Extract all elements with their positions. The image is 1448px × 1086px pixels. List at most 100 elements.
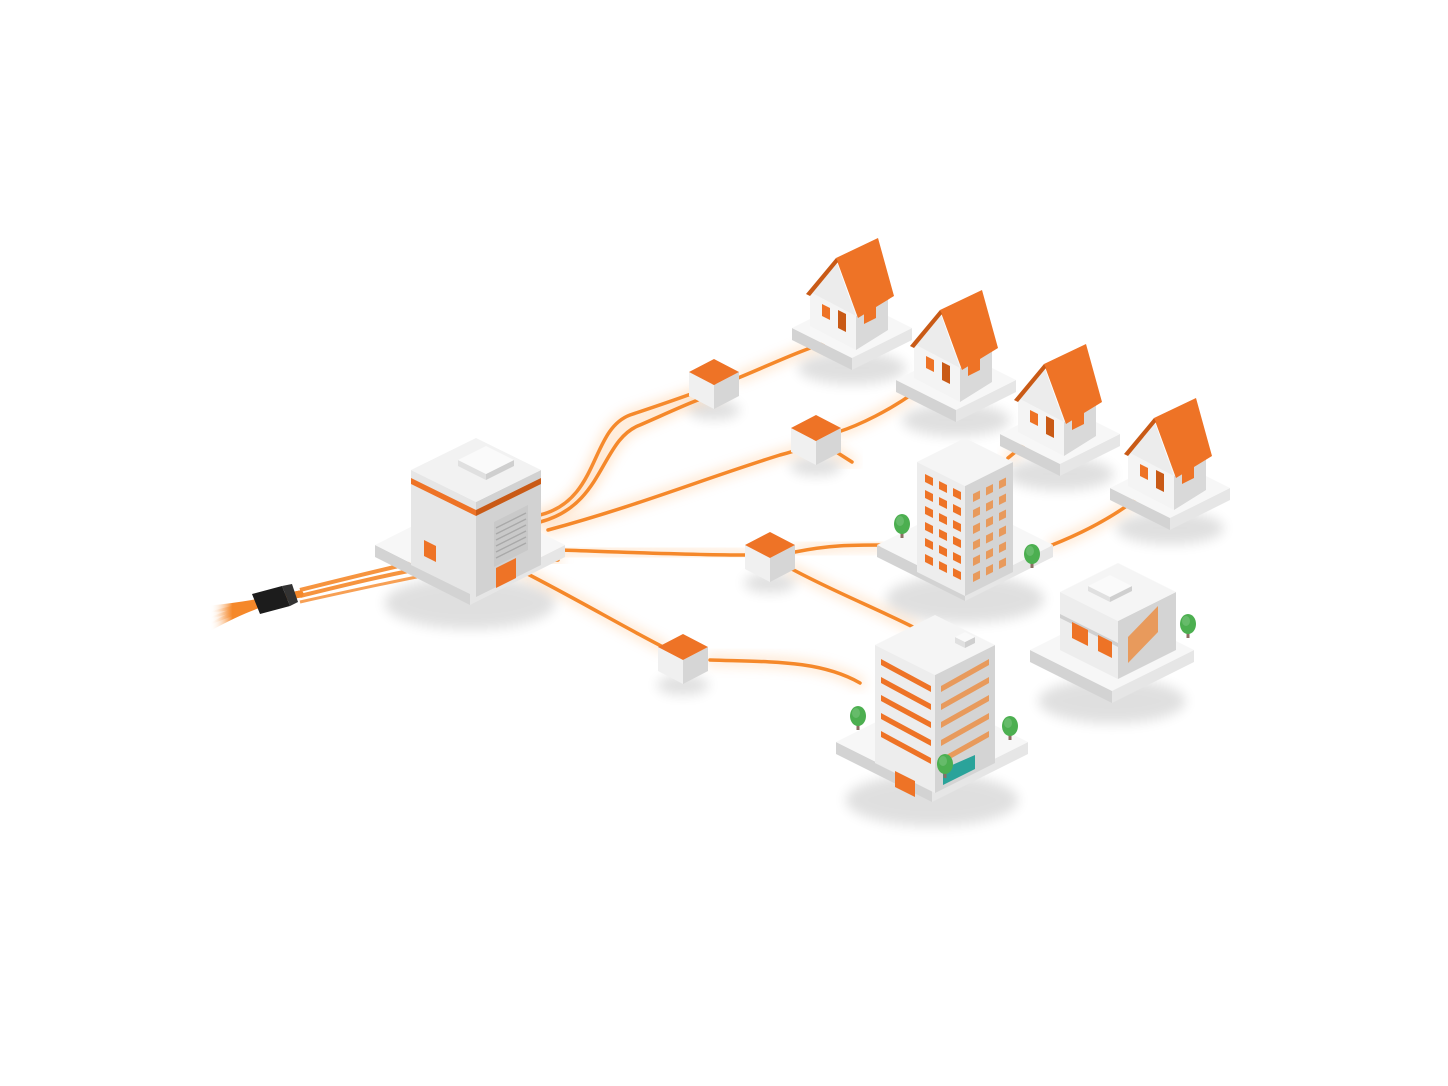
house-4-side-window xyxy=(1182,466,1194,484)
house-1 xyxy=(792,238,912,370)
apartment-window xyxy=(939,545,947,557)
apartment-side-window xyxy=(973,554,980,566)
apartment-side-window xyxy=(999,525,1006,537)
fiber-connector xyxy=(252,584,298,614)
apartment-side-window xyxy=(999,541,1006,553)
apartment-side-window xyxy=(999,477,1006,489)
office-window-band xyxy=(881,695,931,728)
cable-splitter-4-to-office xyxy=(708,658,862,685)
tree-office-left xyxy=(850,706,866,730)
townhouse-window xyxy=(1098,635,1112,658)
trim-left xyxy=(411,478,476,516)
apartment-side-window xyxy=(986,564,993,576)
apartment-side-window xyxy=(986,532,993,544)
office-window-band xyxy=(881,731,931,764)
house-1-window xyxy=(822,304,830,320)
roof-unit xyxy=(955,632,975,648)
port-door xyxy=(496,558,516,588)
house-4-roof xyxy=(1154,398,1212,478)
office-block xyxy=(836,615,1028,802)
vent-grille xyxy=(494,505,528,567)
apartment-side-window xyxy=(986,548,993,560)
apartment-window xyxy=(953,536,961,548)
network-nodes xyxy=(375,238,1230,802)
office-window-band xyxy=(881,713,931,746)
townhouse-window xyxy=(1072,622,1088,646)
port-left xyxy=(424,540,436,562)
house-2-side-window xyxy=(968,358,980,376)
house-2 xyxy=(896,290,1016,422)
apartment-window xyxy=(953,520,961,532)
apartment-side-window xyxy=(986,500,993,512)
house-2-door xyxy=(942,362,950,384)
apartment-window xyxy=(925,506,933,518)
splitter-2 xyxy=(791,415,841,465)
office-window-band xyxy=(881,659,931,692)
house-3-side-window xyxy=(1072,412,1084,430)
splitter-4-box xyxy=(658,634,708,684)
apartment-window xyxy=(925,538,933,550)
townhouse xyxy=(1030,563,1194,703)
apartment-side-window xyxy=(986,484,993,496)
house-3-door xyxy=(1046,416,1054,438)
townhouse-roof-unit xyxy=(1088,575,1132,602)
apartment-side-window xyxy=(973,538,980,550)
apartment-window xyxy=(939,513,947,525)
cable-co-to-splitter-1b xyxy=(538,390,722,524)
office-side-band xyxy=(941,713,989,746)
tree-apartment-right xyxy=(1024,544,1040,568)
apartment-window xyxy=(925,522,933,534)
apartment-window xyxy=(953,504,961,516)
apartment-window xyxy=(925,474,933,486)
office-door xyxy=(895,771,915,797)
house-2-window xyxy=(926,356,934,372)
office-side-band xyxy=(941,677,989,710)
house-1-roof xyxy=(836,238,894,318)
office-side-band xyxy=(941,695,989,728)
apartment-window xyxy=(925,490,933,502)
apartment-window xyxy=(925,554,933,566)
splitter-4 xyxy=(658,634,708,684)
house-1-side-window xyxy=(864,306,876,324)
apartment-window xyxy=(953,488,961,500)
house-3 xyxy=(1000,344,1120,476)
house-4 xyxy=(1110,398,1230,530)
apartment-window xyxy=(953,568,961,580)
house-4-door xyxy=(1156,470,1164,492)
apartment-side-window xyxy=(973,506,980,518)
cable-splitter-3-to-apartments xyxy=(793,543,887,554)
townhouse-side-windows xyxy=(1128,606,1158,663)
house-1-door xyxy=(838,310,846,332)
tree-apartment-left xyxy=(894,514,910,538)
cable-co-to-splitter-3 xyxy=(558,548,747,557)
house-3-window xyxy=(1030,410,1038,426)
house-4-window xyxy=(1140,464,1148,480)
apartment-window xyxy=(939,561,947,573)
cable-co-to-splitter-4 xyxy=(508,563,667,650)
apartment-window xyxy=(939,497,947,509)
tree-townhouse xyxy=(1180,614,1196,638)
splitter-3 xyxy=(745,532,795,582)
apartment-side-window xyxy=(999,557,1006,569)
apartment-block xyxy=(877,438,1053,601)
apartment-side-window xyxy=(973,490,980,502)
tree-office-right xyxy=(1002,716,1018,740)
central-office xyxy=(375,438,565,605)
apartment-side-window xyxy=(999,509,1006,521)
office-glass-entrance xyxy=(943,755,975,785)
splitter-3-box xyxy=(745,532,795,582)
splitter-1 xyxy=(689,359,739,409)
apartment-side-window xyxy=(999,493,1006,505)
house-2-roof xyxy=(940,290,998,370)
apartment-side-window xyxy=(973,570,980,582)
apartment-side-window xyxy=(986,516,993,528)
cable-co-to-splitter-1 xyxy=(538,383,717,517)
apartment-window xyxy=(939,529,947,541)
office-window-band xyxy=(881,677,931,710)
splitter-1-box xyxy=(689,359,739,409)
cable-splitter-3-to-office xyxy=(788,566,917,630)
office-side-band xyxy=(941,731,989,764)
house-3-roof xyxy=(1044,344,1102,424)
tree-office-front xyxy=(937,754,953,778)
